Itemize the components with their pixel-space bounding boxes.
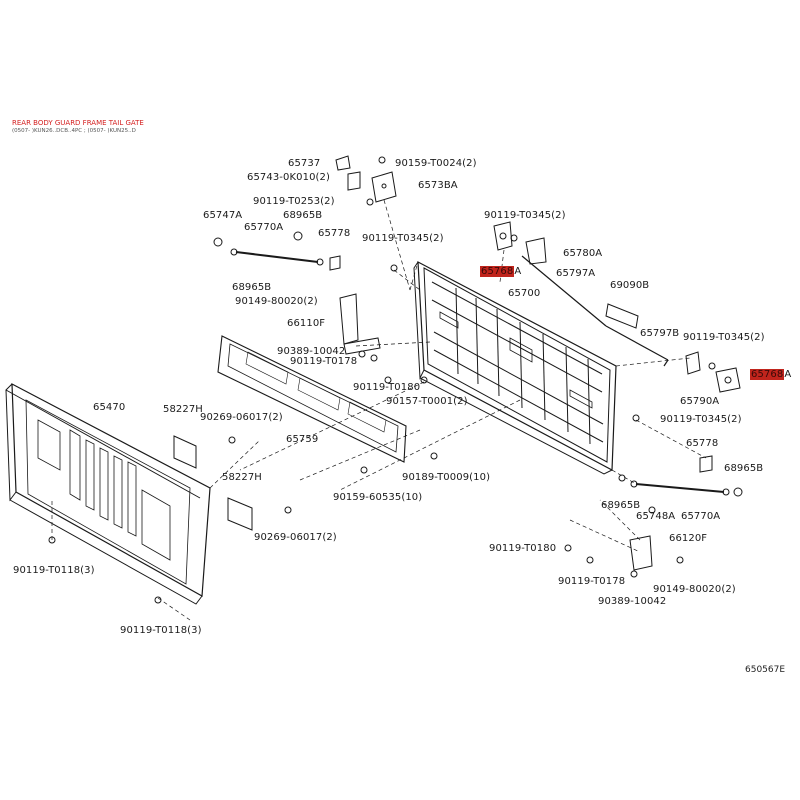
label-90119-t0118-2: 90119-T0118(3) [120,625,202,636]
label-65797a: 65797A [556,268,596,279]
label-68965b-2: 68965B [232,282,272,293]
label-65797b: 65797B [640,328,680,339]
diagram-subtitle: (0507- )KUN26..DCB..4PC ; (0507- )KUN25.… [12,128,136,134]
label-90119-t0180-1: 90119-T0180 [353,382,421,393]
diagram-reference-number: 650567E [745,665,786,675]
handle-bracket-69090b [605,303,639,329]
label-90149-80020-1: 90149-80020(2) [235,296,318,307]
lock-rods-65797 [521,255,669,367]
bracket-66110f [339,293,381,355]
label-65778-2: 65778 [686,438,719,449]
label-90119-t0345-2: 90119-T0345(2) [484,210,566,221]
label-66120f: 66120F [669,533,708,544]
bracket-58227h-1 [173,435,197,469]
label-66110f: 66110F [287,318,326,329]
lock-assy-65768a-1 [493,221,513,251]
label-65759: 65759 [286,434,319,445]
label-90149-80020-2: 90149-80020(2) [653,584,736,595]
label-90159-t0024: 90159-T0024(2) [395,158,477,169]
label-90119-t0345-3: 90119-T0345(2) [683,332,765,343]
label-90389-10042-1: 90389-10042 [277,346,346,357]
label-90119-t0253: 90119-T0253(2) [253,196,335,207]
label-68965b-3: 68965B [724,463,764,474]
support-cable-65770a-right [630,480,730,496]
stopper-65778-2 [699,455,713,473]
label-90389-10042-2: 90389-10042 [598,596,667,607]
label-65780a: 65780A [563,248,603,259]
label-90269-06017-1: 90269-06017(2) [200,412,283,423]
label-58227h-2: 58227H [222,472,262,483]
bracket-66120f [629,535,653,571]
bracket-58227h-2 [227,497,253,531]
hinge-65737 [335,155,351,171]
label-90119-t0178-2: 90119-T0178 [558,576,626,587]
label-65743: 65743-0K010(2) [247,172,330,183]
label-90157-t0001: 90157-T0001(2) [386,396,468,407]
label-65747a: 65747A [203,210,243,221]
label-68965b-4: 68965B [601,500,641,511]
cushion-68965b-1 [293,231,303,241]
fasteners [48,156,716,604]
label-65748a: 65748A [636,511,676,522]
label-6573ba: 6573BA [418,180,458,191]
tail-gate-outer-panel-65470 [5,382,211,605]
support-cable-65770a-left [230,248,324,266]
label-90119-t0345-4: 90119-T0345(2) [660,414,742,425]
hinge-bracket-6573ba [371,171,397,203]
tail-gate-panel-65700 [413,260,617,475]
bolt-65743 [347,171,361,191]
label-65470: 65470 [93,402,126,413]
label-90119-t0178-1: 90119-T0178 [290,356,358,367]
label-90119-t0345-1: 90119-T0345(2) [362,233,444,244]
label-65770a-1: 65770A [244,222,284,233]
label-90189-t0009: 90189-T0009(10) [402,472,491,483]
label-90119-t0118-1: 90119-T0118(3) [13,565,95,576]
inner-panel-65759 [217,335,407,463]
label-65737: 65737 [288,158,321,169]
label-90119-t0180-2: 90119-T0180 [489,543,557,554]
label-65768a-1: 65768A [480,266,522,277]
stop-65747a [213,237,223,247]
label-65790a: 65790A [680,396,720,407]
label-65770a-2: 65770A [681,511,721,522]
label-90269-06017-2: 90269-06017(2) [254,532,337,543]
label-65778-1: 65778 [318,228,351,239]
lock-assy-65768a-2 [715,367,741,393]
assembly-guide-lines [51,199,707,621]
label-65768a-2: 65768A [750,369,792,380]
lock-65790a [685,351,701,375]
label-68965b-1: 68965B [283,210,323,221]
cushion-68965b-3 [733,487,743,497]
stopper-65778-1 [329,255,341,271]
label-69090b: 69090B [610,280,650,291]
handle-65780a [525,237,547,265]
label-90159-60535: 90159-60535(10) [333,492,423,503]
label-65700: 65700 [508,288,541,299]
diagram-title: REAR BODY GUARD FRAME TAIL GATE [12,119,144,127]
label-58227h-1: 58227H [163,404,203,415]
